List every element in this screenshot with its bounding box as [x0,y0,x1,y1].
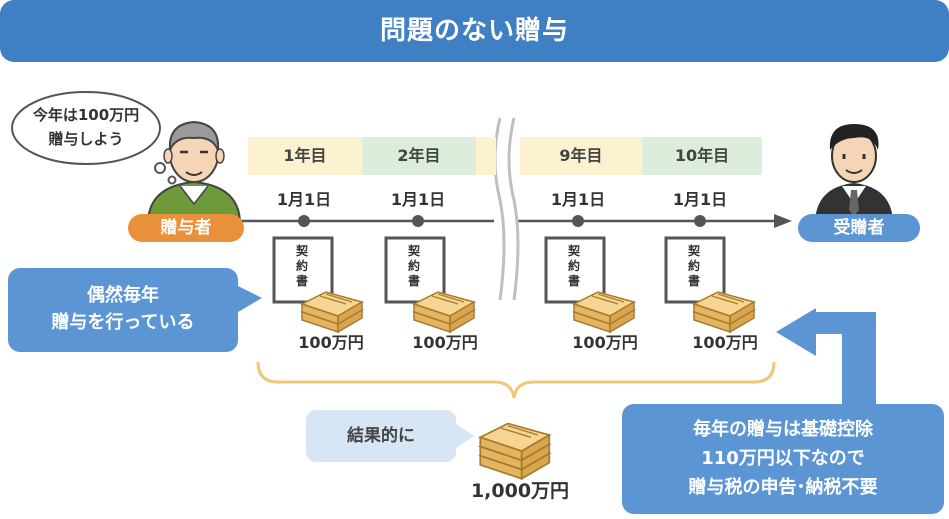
contract-char: 約 [295,259,308,273]
money-stack-icon [692,291,756,334]
amount-label-10: 100万円 [692,333,758,352]
result-callout: 結果的に [306,410,456,462]
left-callout-line-2: 贈与を行っている [51,312,195,333]
speech-line-2: 贈与しよう [48,130,124,148]
contract-doc-3 [544,236,606,304]
speech-bubble [11,91,177,185]
sum-bracket [256,361,776,399]
total-money-stack-icon [478,422,552,481]
money-stack-icon [300,291,364,334]
right-callout: 毎年の贈与は基礎控除 110万円以下なので 贈与税の申告･納税不要 [622,404,944,514]
timeline [240,214,792,228]
left-callout-pointer [238,286,262,312]
contract-char: 書 [687,274,700,288]
date-label-2: 1月1日 [390,190,446,209]
contract-char: 約 [567,259,580,273]
speech-line-1: 今年は100万円 [32,106,140,124]
contract-label-1: 契 約 書 [292,244,312,289]
contract-char: 契 [687,244,700,258]
left-callout: 偶然毎年 贈与を行っている [8,268,238,352]
contract-char: 契 [407,244,420,258]
year-cell-1: 1年目 [248,137,362,175]
money-stack-icon [572,291,636,334]
page-title: 問題のない贈与 [379,16,569,46]
contract-doc-4 [664,236,726,304]
contract-label-4: 契 約 書 [684,244,704,289]
right-callout-line-2: 110万円以下なので [701,448,865,469]
timeline-break [493,117,520,301]
amount-label-9: 100万円 [572,333,638,352]
contract-char: 約 [687,259,700,273]
amount-label-2: 100万円 [412,333,478,352]
contract-doc-1 [272,236,334,304]
title-bar [0,0,949,62]
giver-label: 贈与者 [128,214,244,242]
left-callout-line-1: 偶然毎年 [87,285,159,306]
date-label-1: 1月1日 [276,190,332,209]
year-cell-gap [476,137,496,175]
total-amount: 1,000万円 [470,480,570,502]
year-cell-9: 9年目 [520,137,642,175]
contract-char: 約 [407,259,420,273]
contract-char: 契 [295,244,308,258]
year-cell-2: 2年目 [362,137,476,175]
contract-doc-2 [384,236,446,304]
giver-person-icon [146,120,242,222]
contract-label-3: 契 約 書 [564,244,584,289]
right-callout-line-1: 毎年の贈与は基礎控除 [693,419,873,440]
contract-char: 書 [567,274,580,288]
money-stack-icon [412,291,476,334]
contract-char: 契 [567,244,580,258]
contract-char: 書 [295,274,308,288]
receiver-person-icon [814,124,894,222]
contract-char: 書 [407,274,420,288]
year-cell-10: 10年目 [642,137,762,175]
big-arrow-icon [776,308,876,404]
contract-label-2: 契 約 書 [404,244,424,289]
result-callout-pointer [456,424,474,448]
receiver-label: 受贈者 [798,214,920,242]
right-callout-line-3: 贈与税の申告･納税不要 [688,477,878,498]
date-label-10: 1月1日 [672,190,728,209]
amount-label-1: 100万円 [298,333,364,352]
date-label-9: 1月1日 [550,190,606,209]
